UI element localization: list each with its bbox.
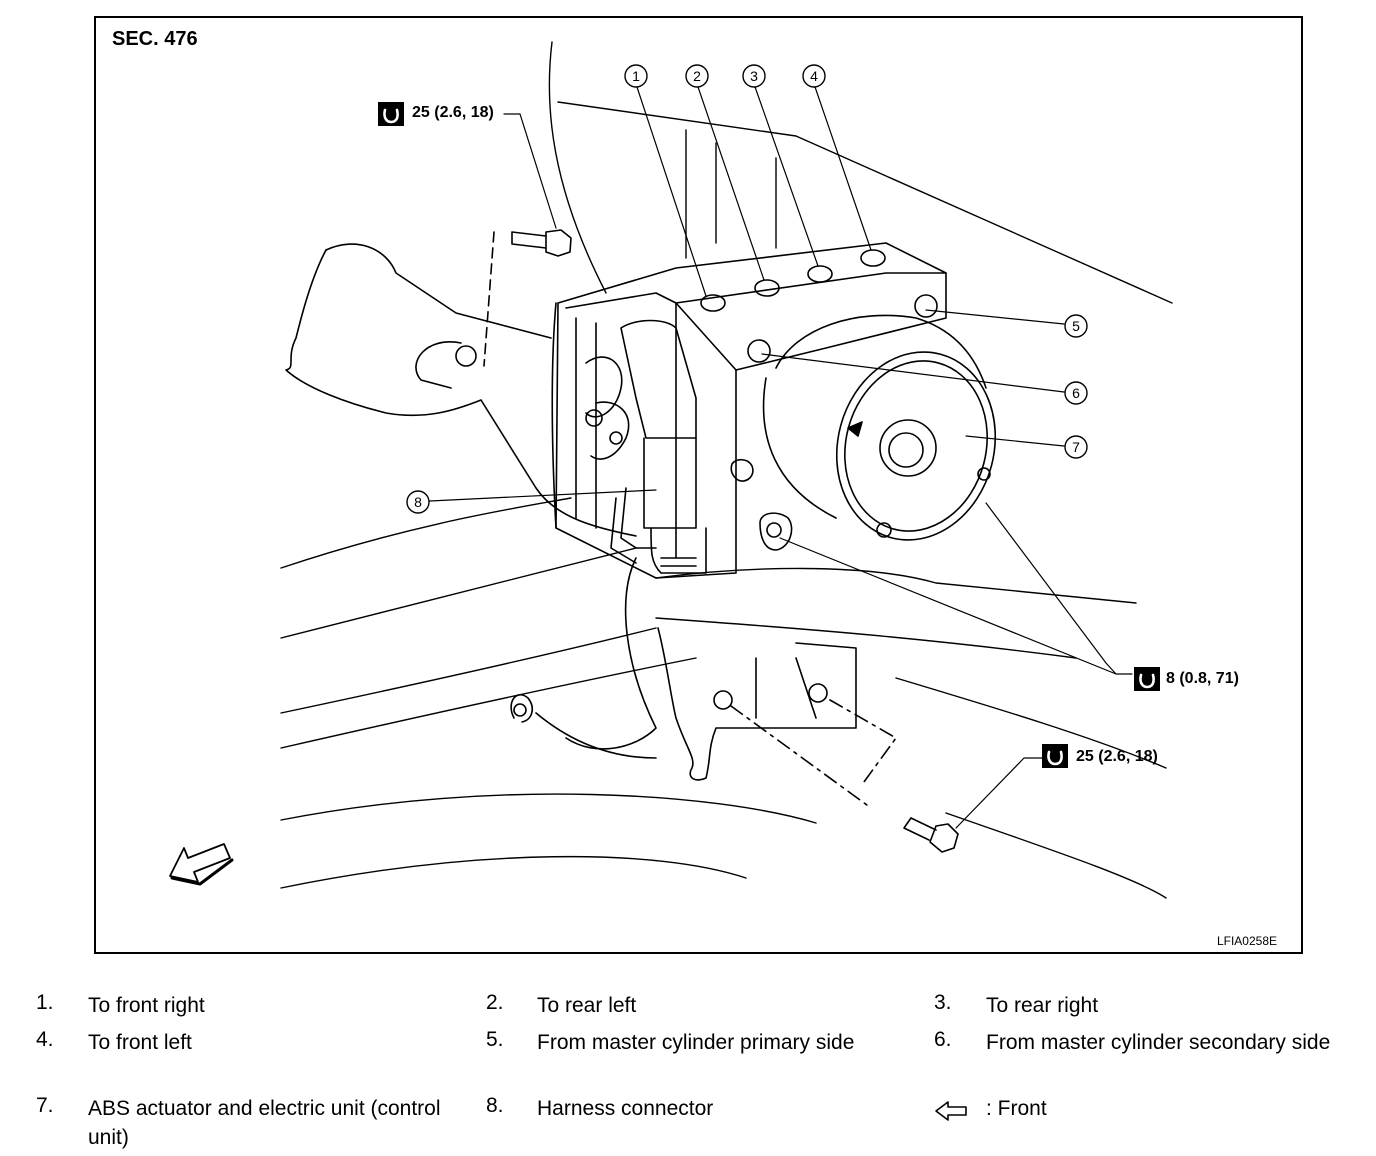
legend-num-7: 7. — [36, 1094, 54, 1117]
torque-nuts: 8 (0.8, 71) — [1166, 670, 1239, 687]
front-arrow-legend-icon — [935, 1101, 967, 1121]
callout-markers — [406, 64, 1088, 514]
callout-4: 4 — [810, 68, 818, 84]
legend-text-5: From master cylinder primary side — [537, 1031, 855, 1054]
lower-bolt — [730, 699, 959, 853]
figure-code: LFIA0258E — [1216, 934, 1277, 948]
legend-num-4: 4. — [36, 1028, 54, 1051]
callout-numbers: 1 2 3 4 5 6 7 8 — [414, 68, 1080, 510]
vehicle-body-lines — [280, 41, 1173, 899]
callout-3: 3 — [750, 68, 758, 84]
pump-motor — [762, 314, 997, 541]
callout-6: 6 — [1072, 385, 1080, 401]
legend-front-text: : Front — [986, 1097, 1047, 1120]
legend-num-8: 8. — [486, 1094, 504, 1117]
legend-num-1: 1. — [36, 991, 54, 1014]
legend-text-3: To rear right — [986, 994, 1099, 1017]
abs-actuator-drawing: 1 2 3 4 5 6 7 8 — [169, 41, 1173, 899]
legend-text-6: From master cylinder secondary side — [986, 1031, 1331, 1054]
legend-text-8: Harness connector — [537, 1097, 714, 1120]
callout-7: 7 — [1072, 439, 1080, 455]
torque-lower-bolt: 25 (2.6, 18) — [1076, 748, 1158, 765]
harness-connector — [610, 319, 707, 574]
leader-lines — [429, 83, 1133, 829]
lower-mounting-bracket — [510, 557, 857, 781]
upper-bolt — [483, 229, 572, 367]
callout-1: 1 — [632, 68, 640, 84]
front-arrow-icon — [169, 843, 234, 886]
legend-text-2: To rear left — [537, 994, 637, 1017]
legend-num-5: 5. — [486, 1028, 504, 1051]
callout-2: 2 — [693, 68, 701, 84]
section-title: SEC. 476 — [112, 28, 198, 50]
callout-5: 5 — [1072, 318, 1080, 334]
diagram-frame: 1 2 3 4 5 6 7 8 SEC. 476 25 (2.6, 18) 8 … — [94, 16, 1303, 954]
torque-wrench-icon — [378, 102, 1160, 768]
torque-upper-bolt: 25 (2.6, 18) — [412, 104, 494, 121]
legend-num-3: 3. — [934, 991, 952, 1014]
left-mounting-bracket — [285, 243, 637, 537]
actuator-block — [551, 242, 947, 579]
legend-num-6: 6. — [934, 1028, 952, 1051]
torque-wrench-icon-detail — [383, 108, 1155, 766]
legend-text-4: To front left — [88, 1031, 192, 1054]
callout-8: 8 — [414, 494, 422, 510]
legend-text-7: ABS actuator and electric unit (control … — [88, 1097, 441, 1149]
legend-num-2: 2. — [486, 991, 504, 1014]
legend-text-1: To front right — [88, 994, 205, 1017]
